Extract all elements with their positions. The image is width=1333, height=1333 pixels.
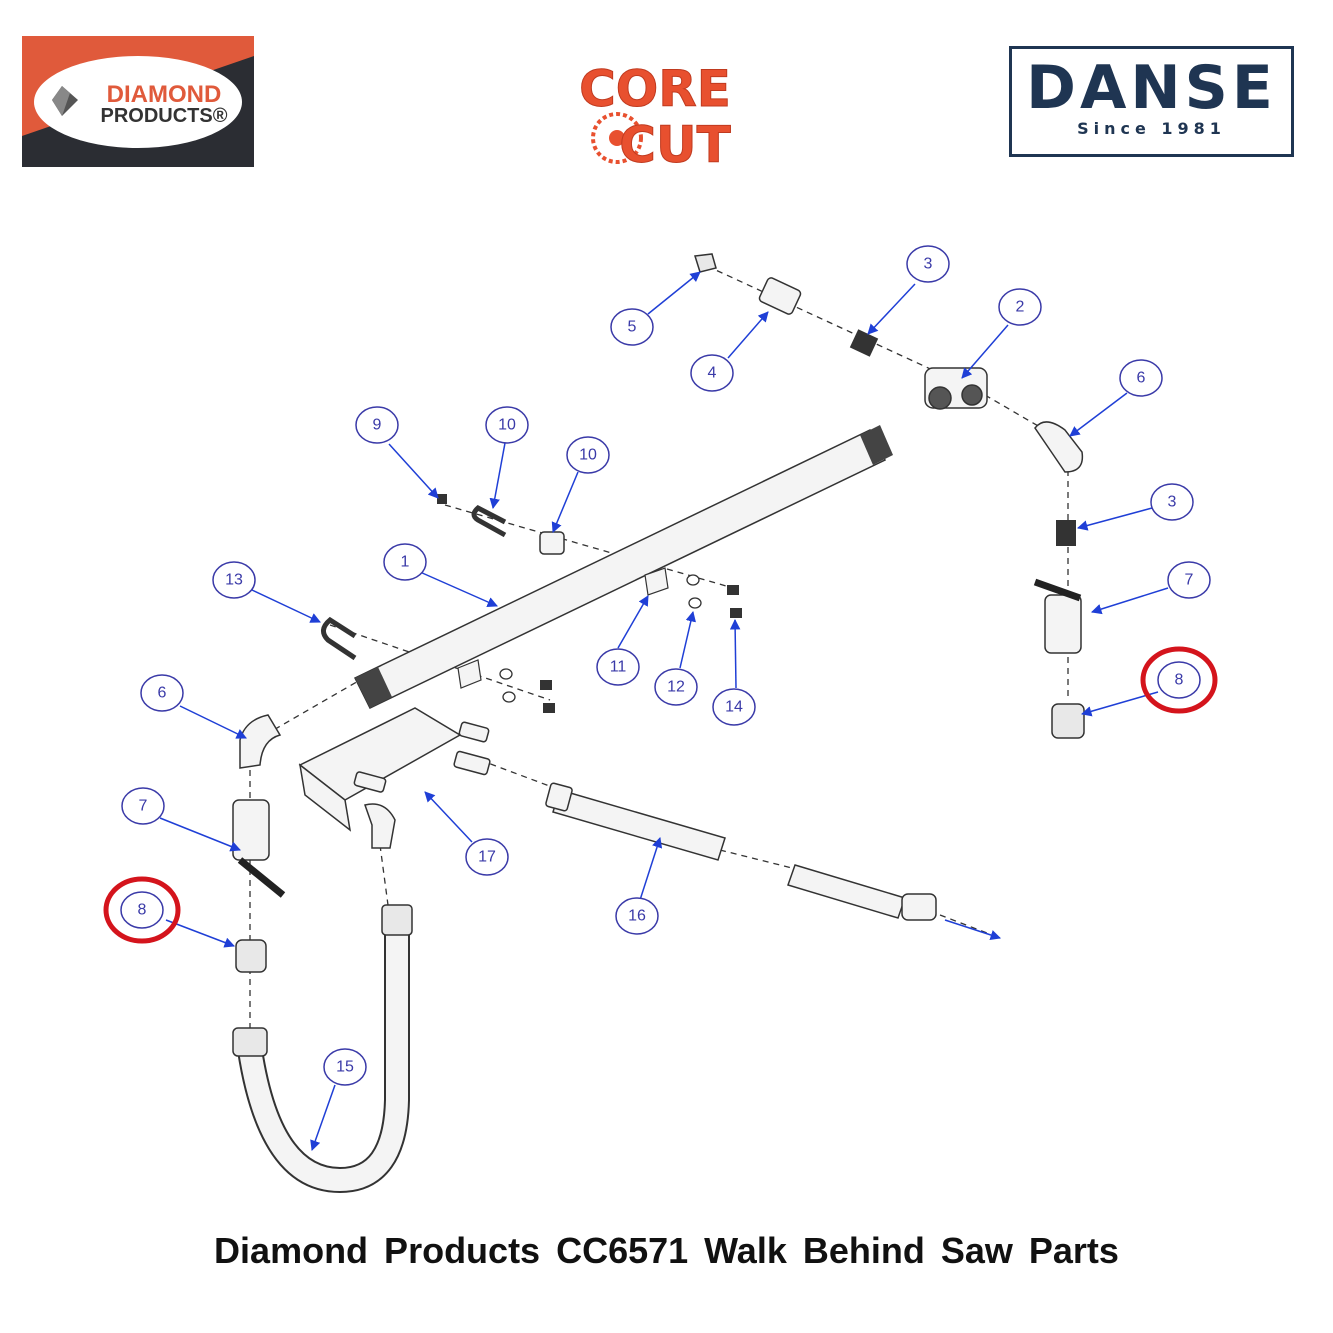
diagram-caption: Diamond Products CC6571 Walk Behind Saw … — [214, 1230, 1119, 1271]
callout-bubble — [465, 838, 509, 876]
callout-bubble — [690, 354, 734, 392]
callout-bubble — [121, 787, 165, 825]
callout-bubble — [654, 668, 698, 706]
diamond-logo-line2: PRODUCTS® — [101, 105, 228, 127]
callout-label: 8 — [1175, 672, 1184, 689]
water-manifold — [298, 707, 491, 849]
core-cut-logo: CORE CUT — [579, 60, 732, 171]
callout-bubble — [212, 561, 256, 599]
clamp-plate-lower — [457, 659, 482, 689]
danse-name: DANSE — [1026, 53, 1277, 123]
callout-label: 2 — [1016, 299, 1025, 316]
adapter-fitting-right — [1051, 703, 1085, 739]
mounting-block — [539, 531, 565, 555]
callout-bubble — [120, 891, 164, 929]
elbow-right — [1034, 421, 1084, 473]
callout-label: 13 — [225, 572, 243, 589]
callout-bubble — [615, 897, 659, 935]
callout-label: 15 — [336, 1059, 354, 1076]
callout-label: 14 — [725, 699, 743, 716]
ball-valve-left — [232, 799, 286, 898]
diamond-products-logo: DIAMOND PRODUCTS® — [22, 36, 254, 167]
danse-tagline: Since 1981 — [1077, 119, 1226, 138]
callout-label: 7 — [139, 798, 148, 815]
callout-bubble — [383, 543, 427, 581]
hex-nipple-top — [849, 329, 879, 357]
callout-bubble — [1157, 661, 1201, 699]
adapter-fitting-left — [235, 939, 267, 973]
callout-label: 17 — [478, 849, 496, 866]
leader-arrows — [159, 271, 1169, 1151]
danse-logo: DANSE Since 1981 — [1009, 46, 1294, 157]
callout-bubble — [323, 1048, 367, 1086]
callout-label: 10 — [579, 447, 597, 464]
elbow-left — [239, 714, 282, 769]
callout-bubble — [566, 436, 610, 474]
callout-bubble — [1150, 483, 1194, 521]
hex-nuts — [540, 585, 742, 713]
corecut-line1: CORE — [579, 60, 731, 118]
clamp-plate-upper — [644, 567, 669, 596]
callout-label: 5 — [628, 319, 637, 336]
tee-fitting — [924, 367, 988, 410]
callout-bubble — [1167, 561, 1211, 599]
end-cap — [694, 253, 717, 273]
callout-label: 8 — [138, 902, 147, 919]
callout-bubble — [485, 406, 529, 444]
callout-label: 3 — [924, 256, 933, 273]
callout-label: 10 — [498, 417, 516, 434]
callout-label: 3 — [1168, 494, 1177, 511]
diamond-mark-icon — [52, 86, 78, 116]
callout-label: 9 — [373, 417, 382, 434]
diamond-logo-line1: DIAMOND — [107, 81, 222, 108]
hex-nipple-right — [1056, 520, 1076, 546]
callout-label: 4 — [708, 365, 717, 382]
callout-label: 6 — [158, 685, 167, 702]
flow-arrow — [944, 919, 1001, 941]
callout-bubble — [906, 245, 950, 283]
callout-bubble — [1119, 359, 1163, 397]
callout-bubble — [998, 288, 1042, 326]
u-bolt-upper — [471, 504, 507, 538]
callout-label: 7 — [1185, 572, 1194, 589]
callout-bubble — [712, 688, 756, 726]
callout-bubble — [610, 308, 654, 346]
callout-bubble — [140, 674, 184, 712]
u-bolt-lower — [321, 616, 357, 661]
highlight-circle — [103, 876, 181, 944]
callout-bubble — [355, 406, 399, 444]
coupling — [758, 277, 802, 315]
ball-valve-right — [1033, 578, 1082, 654]
washers — [499, 574, 702, 703]
hose-curved — [232, 904, 413, 1194]
callout-label: 16 — [628, 908, 646, 925]
highlight-circle — [1140, 646, 1218, 714]
callout-label: 12 — [667, 679, 685, 696]
callout-label: 11 — [610, 659, 627, 676]
hose-straight — [545, 782, 937, 921]
saw-blade-icon — [591, 112, 643, 164]
callout-label: 1 — [401, 554, 410, 571]
main-pipe — [353, 425, 893, 709]
small-nut — [437, 494, 447, 504]
callout-bubble — [596, 648, 640, 686]
callout-label: 6 — [1137, 370, 1146, 387]
corecut-line2: CUT — [619, 116, 730, 170]
diamond-logo-oval — [34, 56, 242, 148]
